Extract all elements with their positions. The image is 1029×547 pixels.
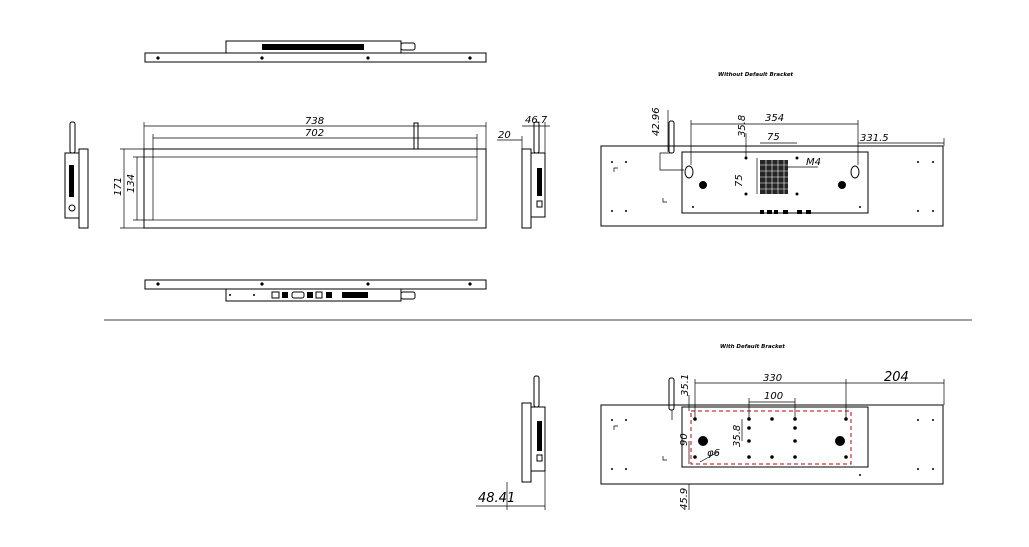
dim-20: 20 xyxy=(498,130,511,141)
front-view xyxy=(120,122,487,229)
dim-45-9: 45.9 xyxy=(679,488,690,510)
dim-48-41: 48.41 xyxy=(478,491,515,506)
dim-354: 354 xyxy=(765,113,784,124)
caption-with-bracket: With Default Bracket xyxy=(720,344,785,350)
label-m4: M4 xyxy=(806,157,821,168)
dim-100: 100 xyxy=(764,391,783,402)
dim-134: 134 xyxy=(126,174,137,193)
side-view-with-bracket xyxy=(476,375,546,510)
dim-42-96: 42.96 xyxy=(651,107,662,136)
dim-90: 90 xyxy=(679,433,690,446)
dim-35-8-top: 35.8 xyxy=(737,115,748,137)
caption-without-bracket: Without Default Bracket xyxy=(718,72,794,78)
dim-331-5: 331.5 xyxy=(860,133,889,144)
dim-702: 702 xyxy=(305,128,324,139)
dim-phi6: φ6 xyxy=(707,448,720,459)
rear-view-without-bracket xyxy=(600,110,945,227)
rear-view-with-bracket xyxy=(600,377,945,510)
left-side-view xyxy=(64,121,89,229)
dim-171: 171 xyxy=(113,177,124,196)
dim-738: 738 xyxy=(305,116,324,127)
dim-75-vertical: 75 xyxy=(734,174,745,187)
top-view xyxy=(144,40,487,63)
dim-35-1: 35.1 xyxy=(680,374,691,396)
right-side-view xyxy=(497,121,550,229)
bracket-outline xyxy=(690,410,852,465)
dim-46-7: 46.7 xyxy=(525,115,548,126)
dim-330: 330 xyxy=(763,373,782,384)
dim-35-8-bracket: 35.8 xyxy=(732,425,743,447)
dim-75-horizontal: 75 xyxy=(767,132,780,143)
bottom-view xyxy=(144,279,487,302)
dim-204: 204 xyxy=(884,370,909,385)
